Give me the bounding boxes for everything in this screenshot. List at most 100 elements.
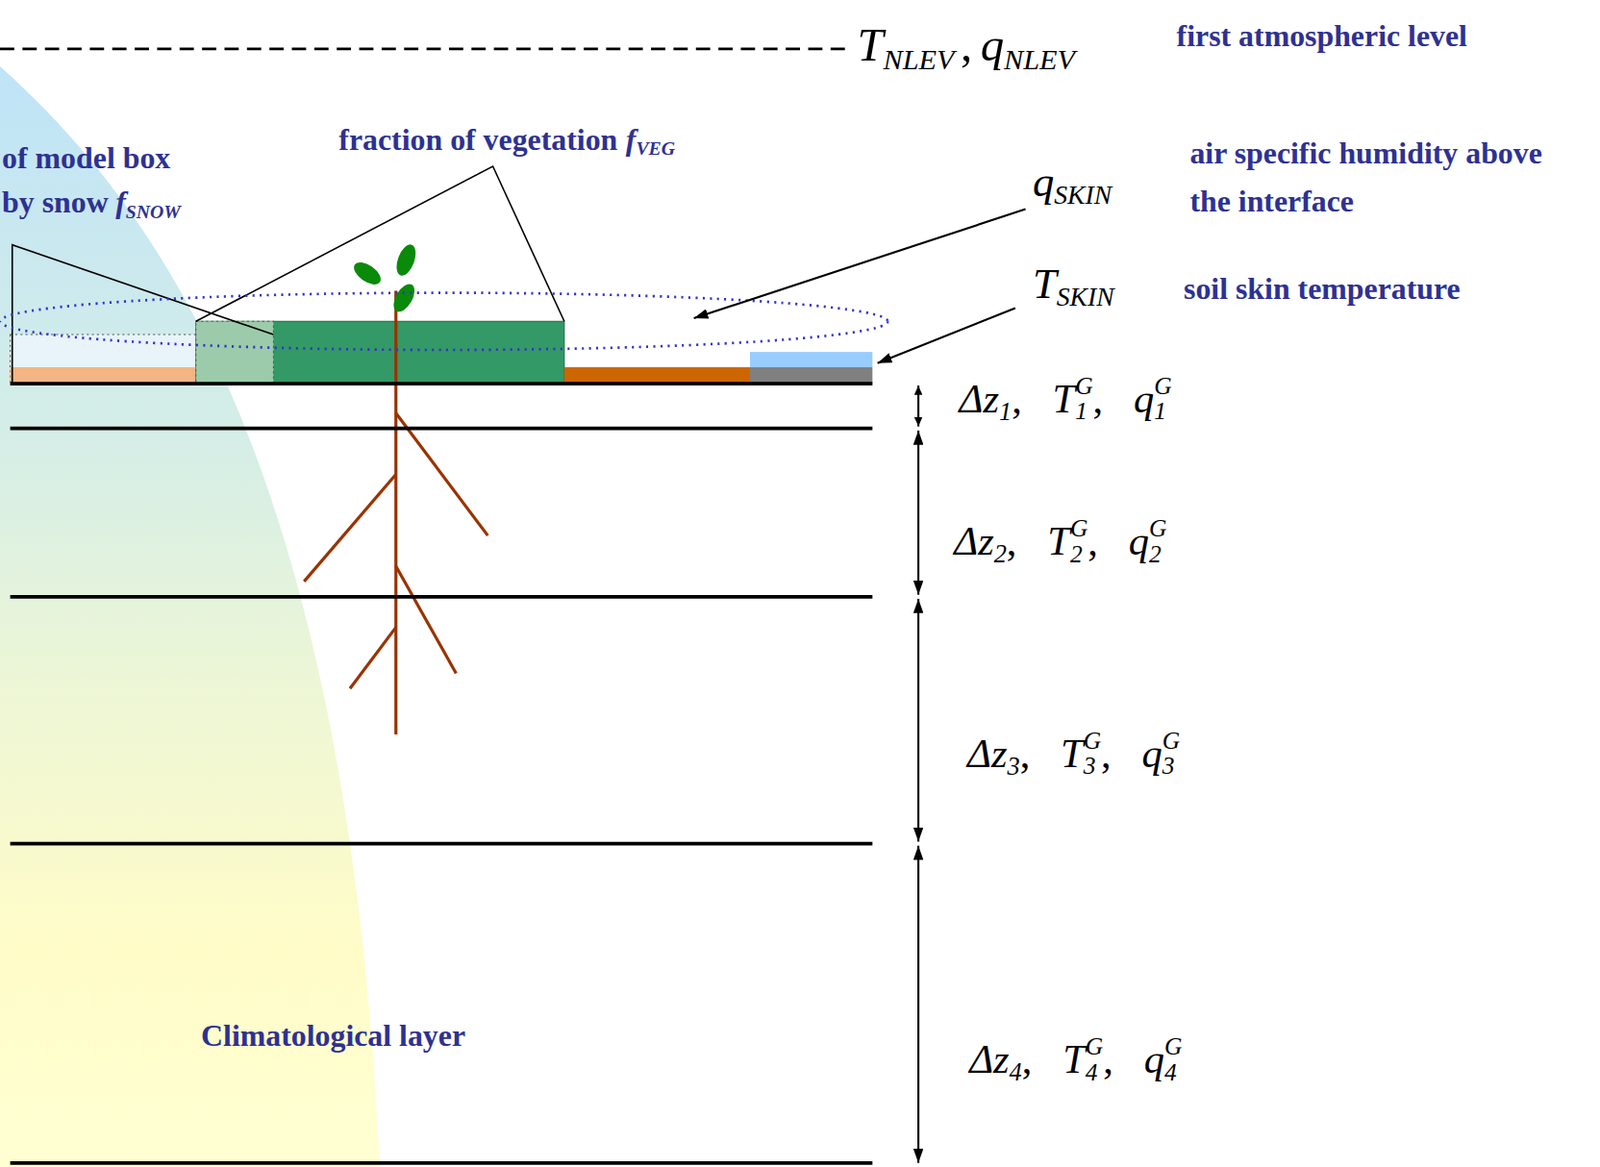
label-group: TSKIN — [1032, 257, 1115, 313]
label-text: f — [115, 185, 126, 220]
label-group: qSKIN — [1032, 155, 1112, 211]
plant-leaves — [350, 242, 420, 316]
superscript: G — [1164, 1034, 1182, 1061]
label-text: T — [856, 18, 883, 71]
label-group: soil skin temperature — [1183, 270, 1461, 307]
index-pair: G1 — [1153, 373, 1172, 425]
superscript: G — [1075, 373, 1093, 400]
soil-layer-lines — [10, 383, 874, 1164]
superscript: G — [1070, 516, 1088, 543]
label-text: q — [1144, 1036, 1165, 1083]
label-group: Δz2,TG2,qG2 — [953, 516, 1167, 570]
subscript: 1 — [1153, 399, 1172, 425]
snow-callout — [12, 245, 275, 384]
subscript: 1 — [999, 397, 1012, 425]
subscript: 3 — [1162, 753, 1180, 780]
label-text: , — [1102, 1036, 1114, 1083]
label-text: , — [1093, 375, 1104, 422]
label-text: , — [1020, 730, 1031, 777]
label-text: T — [1032, 260, 1057, 308]
leader-arrow — [694, 209, 1026, 320]
vegetation-callout — [196, 166, 565, 322]
superscript: G — [1153, 373, 1172, 400]
index-pair: G4 — [1164, 1034, 1182, 1086]
atmospheric-level-line — [0, 48, 852, 51]
index-pair: G4 — [1085, 1034, 1103, 1086]
subscript: VEG — [635, 137, 675, 159]
subscript: 4 — [1009, 1058, 1023, 1087]
layer-thickness-arrows — [917, 385, 920, 1164]
label-text: , — [1087, 518, 1099, 565]
label-group: Δz4,TG4,qG4 — [969, 1034, 1182, 1088]
label-text: T — [1062, 1036, 1086, 1083]
label-group: Δz3,TG3,qG3 — [967, 728, 1180, 782]
label-text: by snow — [1, 185, 109, 220]
subscript: 4 — [1164, 1060, 1182, 1087]
label-text: , — [1022, 1036, 1033, 1083]
subscript: 3 — [1006, 751, 1020, 780]
label-text: f — [625, 122, 637, 156]
superscript: G — [1162, 728, 1180, 755]
skin-layer-ellipse — [0, 293, 888, 350]
index-pair: G1 — [1075, 373, 1093, 425]
label-text: , — [1011, 375, 1023, 422]
label-text: T — [1052, 375, 1076, 422]
label-text: Δz — [959, 375, 1000, 422]
label-text: T — [1060, 730, 1084, 777]
label-text: q — [980, 18, 1004, 71]
subscript: 1 — [1075, 399, 1093, 425]
label-group: air specific humidity above the interfac… — [1189, 129, 1577, 225]
superscript: G — [1085, 1034, 1103, 1061]
label-group: of model box — [1, 139, 171, 176]
label-group: Climatological layer — [200, 1017, 466, 1054]
label-text: soil skin temperature — [1183, 271, 1461, 305]
leader-arrow — [877, 307, 1016, 363]
subscript: SKIN — [1053, 180, 1112, 211]
label-text: , — [1100, 730, 1112, 777]
label-text: Δz — [967, 730, 1007, 777]
water-layer — [750, 351, 873, 368]
subscript: 2 — [1070, 542, 1088, 569]
label-text: T — [1047, 518, 1071, 565]
subscript: 4 — [1085, 1060, 1103, 1087]
subscript: NLEV — [1003, 43, 1075, 75]
subscript: 2 — [994, 540, 1007, 569]
climatological-region — [0, 66, 380, 1167]
subscript: SKIN — [1056, 282, 1115, 313]
label-group: fraction of vegetationfVEG — [338, 121, 675, 161]
bare-soil — [564, 367, 750, 384]
label-text: first atmospheric level — [1176, 18, 1468, 52]
subscript: SNOW — [125, 200, 181, 223]
subscript: 2 — [1149, 542, 1167, 569]
label-text: Climatological layer — [200, 1018, 466, 1052]
label-group: Δz1,TG1,qG1 — [959, 373, 1173, 426]
subscript: 3 — [1083, 753, 1101, 780]
label-text: q — [1142, 730, 1163, 777]
superscript: G — [1083, 728, 1101, 755]
subscript: NLEV — [883, 43, 955, 75]
rock-patch — [750, 367, 873, 384]
label-text: air specific humidity above the interfac… — [1189, 136, 1542, 218]
index-pair: G2 — [1070, 516, 1088, 568]
index-pair: G3 — [1162, 728, 1180, 780]
plant-roots — [303, 290, 488, 735]
index-pair: G3 — [1083, 728, 1101, 780]
label-text: Δz — [969, 1036, 1009, 1083]
vegetation-box — [196, 321, 565, 384]
label-group: first atmospheric level — [1176, 17, 1468, 54]
label-group: by snowfSNOW — [1, 184, 181, 225]
index-pair: G2 — [1149, 516, 1167, 568]
label-text: , — [960, 18, 973, 71]
label-text: of model box — [1, 140, 171, 175]
superscript: G — [1149, 516, 1167, 543]
label-text: q — [1128, 518, 1150, 565]
label-text: q — [1133, 375, 1154, 422]
bare-soil — [10, 367, 197, 384]
label-group: TNLEV,qNLEV — [856, 16, 1075, 77]
label-text: , — [1006, 518, 1018, 565]
label-text: q — [1032, 157, 1054, 205]
label-text: fraction of vegetation — [338, 122, 618, 156]
label-text: Δz — [953, 518, 994, 565]
